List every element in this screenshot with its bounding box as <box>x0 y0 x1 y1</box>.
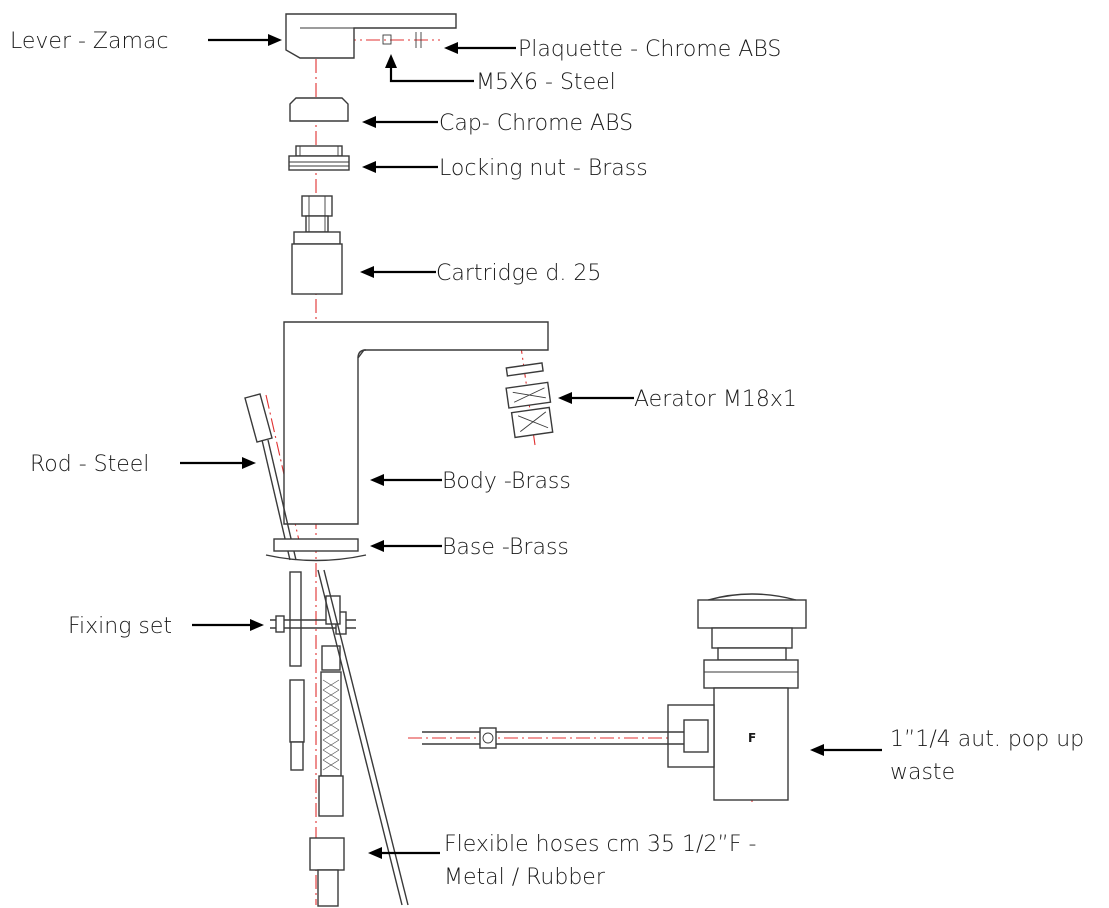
cartridge-part <box>291 195 343 295</box>
cap-arrow <box>362 116 438 128</box>
label-base: Base -Brass <box>442 535 569 560</box>
fixing-set-arrow <box>192 619 264 631</box>
lever-part <box>285 13 457 59</box>
waste-f-mark: F <box>748 731 756 745</box>
cap-part <box>289 97 349 122</box>
label-screw: M5X6 - Steel <box>476 70 616 95</box>
flexible-hoses-part <box>309 569 409 907</box>
locking-nut-part <box>288 145 350 171</box>
aerator-part <box>505 362 554 439</box>
base-arrow <box>370 540 442 552</box>
base-part <box>265 538 367 562</box>
label-lever: Lever - Zamac <box>10 29 169 54</box>
cartridge-arrow <box>360 266 436 278</box>
label-cap: Cap- Chrome ABS <box>439 111 633 136</box>
aerator-arrow <box>558 392 634 404</box>
label-cartridge: Cartridge d. 25 <box>436 261 601 286</box>
rod-arrow <box>180 457 256 469</box>
label-waste-line2: waste <box>890 760 955 785</box>
body-arrow <box>370 474 442 486</box>
label-locking-nut: Locking nut - Brass <box>439 156 648 181</box>
hoses-arrow <box>368 847 440 859</box>
label-fixing-set: Fixing set <box>68 614 172 639</box>
label-plaquette: Plaquette - Chrome ABS <box>518 37 781 62</box>
plaquette-arrow <box>444 42 516 54</box>
waste-arrow <box>810 744 882 756</box>
fixing-set-part <box>270 571 356 771</box>
arrows <box>180 34 882 859</box>
body-part <box>283 321 549 525</box>
labels: Lever - Zamac Plaquette - Chrome ABS M5X… <box>10 29 1084 890</box>
label-hoses-line1: Flexible hoses cm 35 1/2”F - <box>444 832 756 857</box>
screw-arrow <box>385 54 474 83</box>
locking-nut-arrow <box>362 161 438 173</box>
label-aerator: Aerator M18x1 <box>634 387 797 412</box>
pop-up-waste-part: F <box>422 593 807 801</box>
label-body: Body -Brass <box>442 469 571 494</box>
lever-arrow <box>208 34 282 46</box>
label-waste-line1: 1”1/4 aut. pop up <box>890 727 1084 752</box>
label-rod: Rod - Steel <box>30 452 149 477</box>
label-hoses-line2: Metal / Rubber <box>444 865 606 890</box>
